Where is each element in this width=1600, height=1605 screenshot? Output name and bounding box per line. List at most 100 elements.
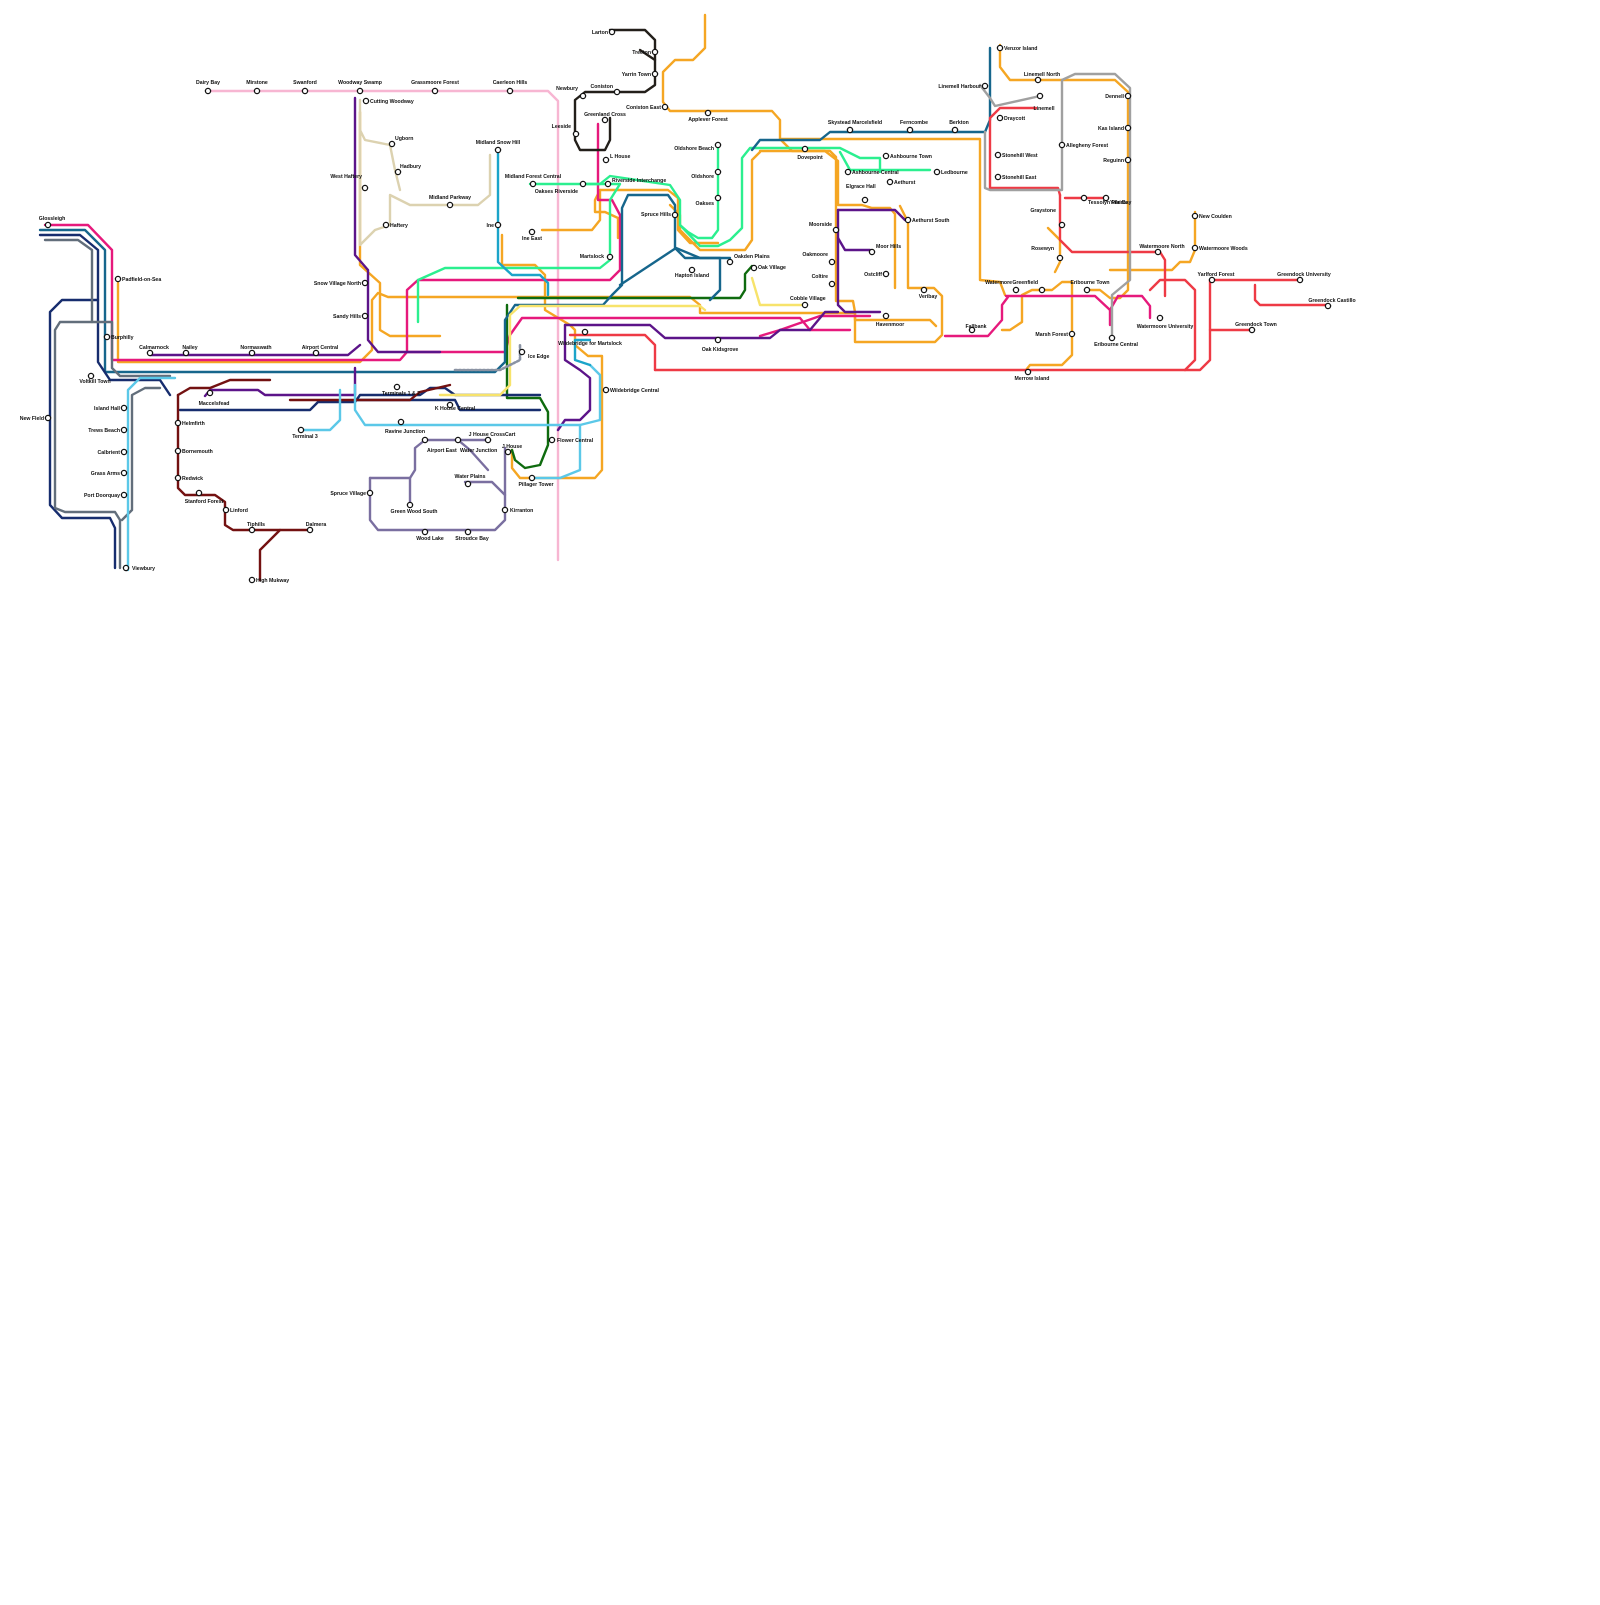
station-marker[interactable] <box>604 180 612 188</box>
station-marker[interactable] <box>981 82 989 90</box>
station-marker[interactable] <box>528 228 536 236</box>
station-marker[interactable] <box>1124 156 1132 164</box>
station-marker[interactable] <box>206 389 214 397</box>
station-marker[interactable] <box>44 414 52 422</box>
station-marker[interactable] <box>494 221 502 229</box>
station-marker[interactable] <box>195 489 203 497</box>
station-marker[interactable] <box>501 506 509 514</box>
station-marker[interactable] <box>301 87 309 95</box>
station-marker[interactable] <box>1036 92 1044 100</box>
station-marker[interactable] <box>464 480 472 488</box>
station-marker[interactable] <box>297 426 305 434</box>
station-marker[interactable] <box>393 383 401 391</box>
station-marker[interactable] <box>1108 334 1116 342</box>
station-marker[interactable] <box>174 474 182 482</box>
station-marker[interactable] <box>661 103 669 111</box>
station-marker[interactable] <box>688 266 696 274</box>
station-marker[interactable] <box>671 211 679 219</box>
station-marker[interactable] <box>1068 330 1076 338</box>
station-marker[interactable] <box>714 168 722 176</box>
station-marker[interactable] <box>114 275 122 283</box>
station-marker[interactable] <box>704 109 712 117</box>
station-marker[interactable] <box>801 301 809 309</box>
station-marker[interactable] <box>174 419 182 427</box>
station-marker[interactable] <box>951 126 959 134</box>
station-marker[interactable] <box>882 270 890 278</box>
station-marker[interactable] <box>579 92 587 100</box>
station-marker[interactable] <box>572 130 580 138</box>
station-marker[interactable] <box>306 526 314 534</box>
station-marker[interactable] <box>968 326 976 334</box>
station-marker[interactable] <box>361 184 369 192</box>
station-marker[interactable] <box>1058 221 1066 229</box>
station-marker[interactable] <box>933 168 941 176</box>
station-marker[interactable] <box>581 328 589 336</box>
station-marker[interactable] <box>548 436 556 444</box>
station-marker[interactable] <box>996 44 1004 52</box>
station-marker[interactable] <box>122 564 130 572</box>
station-marker[interactable] <box>828 280 836 288</box>
station-marker[interactable] <box>861 196 869 204</box>
station-marker[interactable] <box>446 401 454 409</box>
station-marker[interactable] <box>248 526 256 534</box>
station-marker[interactable] <box>750 264 758 272</box>
station-marker[interactable] <box>579 180 587 188</box>
station-marker[interactable] <box>1024 368 1032 376</box>
station-marker[interactable] <box>1012 286 1020 294</box>
station-marker[interactable] <box>356 87 364 95</box>
station-marker[interactable] <box>120 426 128 434</box>
station-marker[interactable] <box>362 97 370 105</box>
station-marker[interactable] <box>120 404 128 412</box>
station-marker[interactable] <box>1083 286 1091 294</box>
station-marker[interactable] <box>714 194 722 202</box>
station-marker[interactable] <box>397 418 405 426</box>
station-marker[interactable] <box>44 221 52 229</box>
station-marker[interactable] <box>120 469 128 477</box>
station-marker[interactable] <box>366 489 374 497</box>
station-marker[interactable] <box>1154 248 1162 256</box>
station-marker[interactable] <box>1324 302 1332 310</box>
station-marker[interactable] <box>388 140 396 148</box>
station-marker[interactable] <box>1208 276 1216 284</box>
station-marker[interactable] <box>1191 212 1199 220</box>
station-marker[interactable] <box>1056 254 1064 262</box>
station-marker[interactable] <box>994 151 1002 159</box>
station-marker[interactable] <box>801 145 809 153</box>
station-marker[interactable] <box>454 436 462 444</box>
station-marker[interactable] <box>602 156 610 164</box>
station-marker[interactable] <box>613 88 621 96</box>
station-marker[interactable] <box>87 372 95 380</box>
station-marker[interactable] <box>528 474 536 482</box>
station-marker[interactable] <box>886 178 894 186</box>
station-marker[interactable] <box>518 348 526 356</box>
station-marker[interactable] <box>602 386 610 394</box>
station-marker[interactable] <box>394 168 402 176</box>
station-marker[interactable] <box>504 448 512 456</box>
station-marker[interactable] <box>446 201 454 209</box>
station-marker[interactable] <box>204 87 212 95</box>
station-marker[interactable] <box>406 501 414 509</box>
station-marker[interactable] <box>882 312 890 320</box>
station-marker[interactable] <box>494 146 502 154</box>
station-marker[interactable] <box>1038 286 1046 294</box>
station-marker[interactable] <box>920 286 928 294</box>
station-marker[interactable] <box>421 436 429 444</box>
station-marker[interactable] <box>1124 124 1132 132</box>
station-marker[interactable] <box>726 258 734 266</box>
station-marker[interactable] <box>120 448 128 456</box>
station-marker[interactable] <box>222 506 230 514</box>
station-marker[interactable] <box>651 70 659 78</box>
station-marker[interactable] <box>832 226 840 234</box>
station-marker[interactable] <box>1191 244 1199 252</box>
station-marker[interactable] <box>146 349 154 357</box>
station-marker[interactable] <box>529 180 537 188</box>
station-marker[interactable] <box>484 436 492 444</box>
station-marker[interactable] <box>994 173 1002 181</box>
station-marker[interactable] <box>506 87 514 95</box>
station-marker[interactable] <box>361 312 369 320</box>
station-marker[interactable] <box>868 248 876 256</box>
station-marker[interactable] <box>828 258 836 266</box>
station-marker[interactable] <box>844 168 852 176</box>
station-marker[interactable] <box>1102 194 1110 202</box>
station-marker[interactable] <box>1248 326 1256 334</box>
